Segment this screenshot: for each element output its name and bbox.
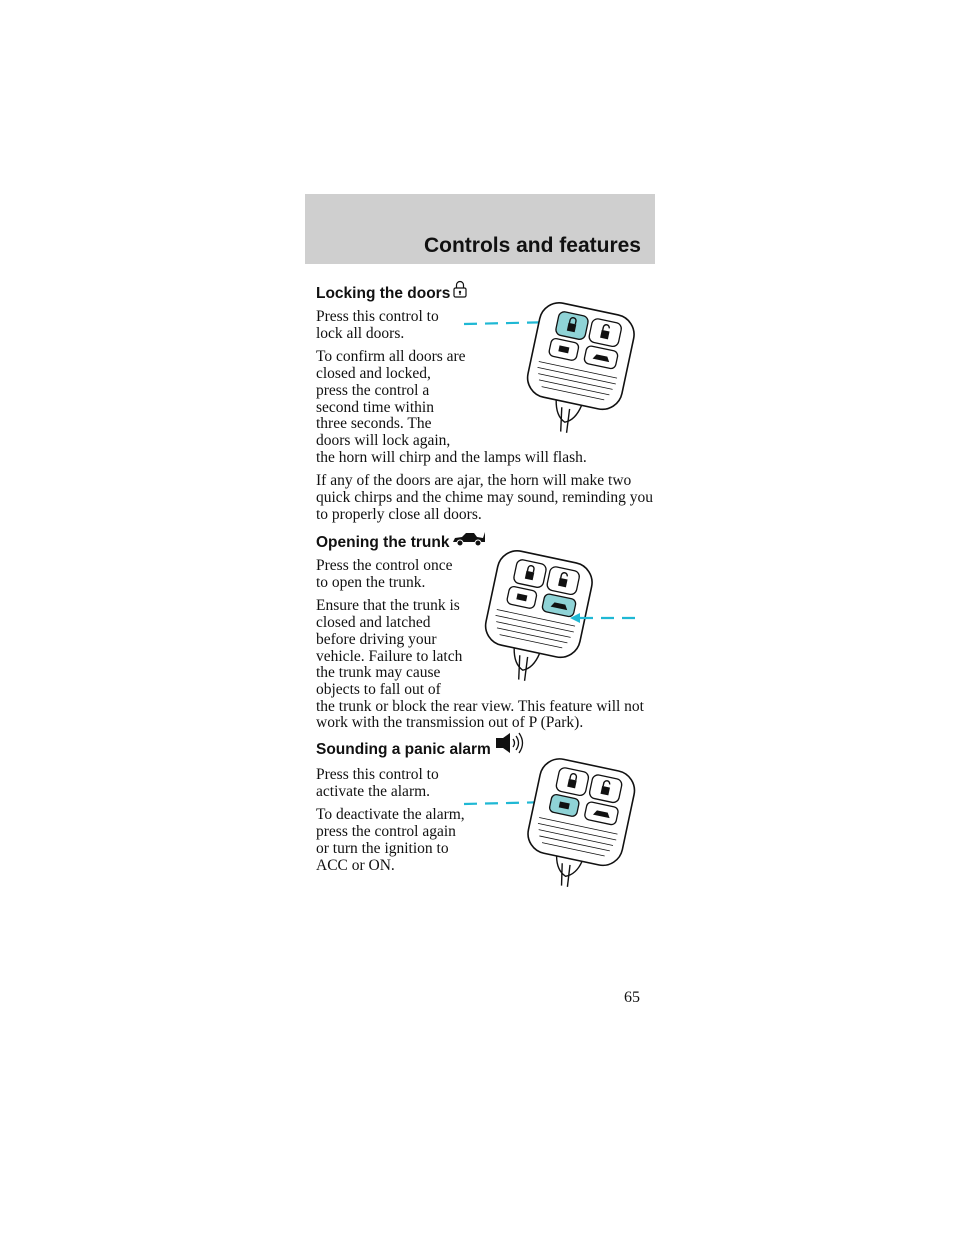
paragraph: Press the control once to open the trunk… xyxy=(316,557,453,591)
padlock-icon xyxy=(453,280,467,303)
section-heading: Sounding a panic alarm xyxy=(316,732,656,759)
page-title: Controls and features xyxy=(423,234,641,257)
section-locking-doors: Locking the doors Press this control to … xyxy=(316,280,656,523)
key-fob-trunk-highlighted-icon xyxy=(484,550,640,681)
paragraph: If any of the doors are ajar, the horn w… xyxy=(316,472,654,523)
car-trunk-icon xyxy=(452,531,486,552)
paragraph: To deactivate the alarm, press the contr… xyxy=(316,806,465,874)
paragraph: To confirm all doors are closed and lock… xyxy=(316,348,466,449)
paragraph: Ensure that the trunk is closed and latc… xyxy=(316,597,463,698)
paragraph: Press this control to activate the alarm… xyxy=(316,766,439,800)
key-fob-lock-highlighted-icon xyxy=(463,302,635,433)
page-number: 65 xyxy=(624,989,640,1006)
paragraph: Press this control to lock all doors. xyxy=(316,308,439,342)
section-heading: Locking the doors xyxy=(316,280,656,303)
section-opening-trunk: Opening the trunk Press the control once… xyxy=(316,531,656,732)
section-panic-alarm: Sounding a panic alarm Press this contro… xyxy=(316,732,656,874)
paragraph: the trunk or block the rear view. This f… xyxy=(316,697,644,732)
key-fob-panic-highlighted-icon xyxy=(463,758,636,887)
paragraph: the horn will chirp and the lamps will f… xyxy=(316,448,587,466)
section-heading: Opening the trunk xyxy=(316,531,656,552)
header-band: Controls and features xyxy=(305,194,655,264)
horn-speaker-icon xyxy=(494,732,524,759)
